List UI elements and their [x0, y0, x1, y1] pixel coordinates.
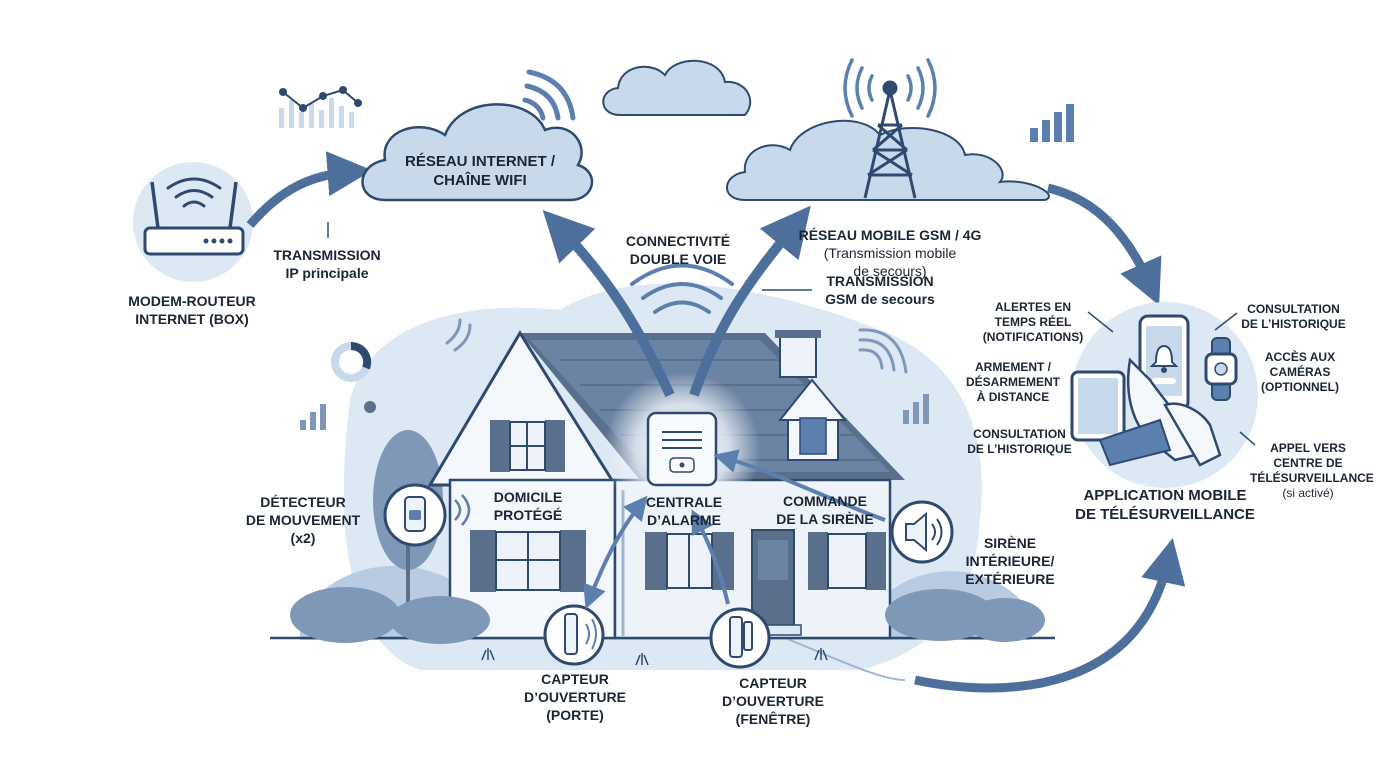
arrow-to-gsm — [689, 205, 811, 397]
alarm-panel-icon — [604, 372, 760, 528]
bar-chart-icon — [903, 394, 929, 424]
motion-detector-icon — [383, 483, 471, 547]
label-gsm-network-sub: (Transmission mobile de secours) — [823, 245, 957, 279]
label-alerts: ALERTES EN TEMPS RÉEL (NOTIFICATIONS) — [982, 300, 1084, 344]
ground-path — [779, 635, 906, 681]
bell-icon — [1149, 344, 1179, 367]
label-call-center-sub: (si activé) — [1282, 486, 1334, 500]
label-internet-cloud: RÉSEAU INTERNET / CHAÎNE WIFI — [404, 153, 555, 189]
label-transmission-gsm: TRANSMISSION GSM de secours — [825, 273, 935, 307]
line-chart-icon — [279, 86, 362, 128]
label-call-center: APPEL VERS CENTRE DE TÉLÉSURVEILLANCE (s… — [1250, 426, 1374, 516]
label-modem: MODEM-ROUTEUR INTERNET (BOX) — [128, 293, 256, 327]
label-app: APPLICATION MOBILE DE TÉLÉSURVEILLANCE — [1075, 487, 1255, 523]
bar-chart-icon — [1030, 104, 1074, 142]
cloud-icon — [361, 103, 594, 202]
label-call-center-title: APPEL VERS CENTRE DE TÉLÉSURVEILLANCE — [1250, 441, 1374, 485]
arrow-to-internet — [542, 209, 675, 398]
hand-icon — [1098, 357, 1222, 467]
label-transmission-ip: TRANSMISSION IP principale — [273, 247, 381, 281]
arrow-house-to-app — [914, 538, 1186, 693]
antenna-tower-icon — [863, 80, 917, 199]
decor-dot — [364, 401, 376, 413]
bushes — [290, 587, 1045, 644]
label-siren: SIRÈNE INTÉRIEURE/ EXTÉRIEURE — [965, 535, 1055, 587]
label-gsm-network: RÉSEAU MOBILE GSM / 4G (Transmission mob… — [770, 208, 1010, 298]
smartwatch-icon — [1204, 337, 1238, 401]
signal-waves-icon — [843, 58, 937, 118]
router-icon — [133, 162, 253, 282]
arrow-siren-command — [713, 449, 886, 522]
label-sensor-window: CAPTEUR D’OUVERTURE (FENÊTRE) — [722, 675, 824, 727]
door-sensor-icon — [543, 604, 605, 666]
label-siren-command: COMMANDE DE LA SIRÈNE — [776, 493, 874, 527]
cloud-icon — [602, 59, 752, 116]
label-central: CENTRALE D’ALARME — [645, 494, 723, 528]
wifi-icon — [445, 318, 908, 374]
arrow-gsm-to-app — [1046, 183, 1162, 306]
siren-speaker-icon — [890, 500, 954, 564]
label-history-left: CONSULTATION DE L’HISTORIQUE — [967, 427, 1072, 456]
label-cameras: ACCÈS AUX CAMÉRAS (OPTIONNEL) — [1261, 350, 1339, 394]
label-motion: DÉTECTEUR DE MOUVEMENT (x2) — [245, 494, 361, 546]
bar-chart-icon — [300, 404, 326, 430]
wifi-icon — [630, 263, 734, 314]
label-connectivity: CONNECTIVITÉ DOUBLE VOIE — [625, 233, 731, 267]
label-home: DOMICILE PROTÉGÉ — [493, 489, 563, 523]
label-arming: ARMEMENT / DÉSARMEMENT À DISTANCE — [965, 360, 1060, 404]
label-gsm-network-title: RÉSEAU MOBILE GSM / 4G — [798, 227, 982, 243]
wifi-icon — [522, 69, 576, 121]
donut-chart-icon — [331, 341, 372, 382]
label-sensor-door: CAPTEUR D’OUVERTURE (PORTE) — [524, 671, 626, 723]
grass-tufts — [481, 648, 828, 666]
label-history-top: CONSULTATION DE L’HISTORIQUE — [1241, 302, 1346, 331]
arrow-router-to-internet — [246, 151, 373, 228]
arrow-window-sensor — [691, 509, 730, 605]
tablet-icon — [1070, 370, 1126, 442]
window-sensor-icon — [709, 607, 771, 669]
app-callout-lines — [1087, 311, 1256, 446]
arrow-door-sensor — [583, 495, 648, 610]
